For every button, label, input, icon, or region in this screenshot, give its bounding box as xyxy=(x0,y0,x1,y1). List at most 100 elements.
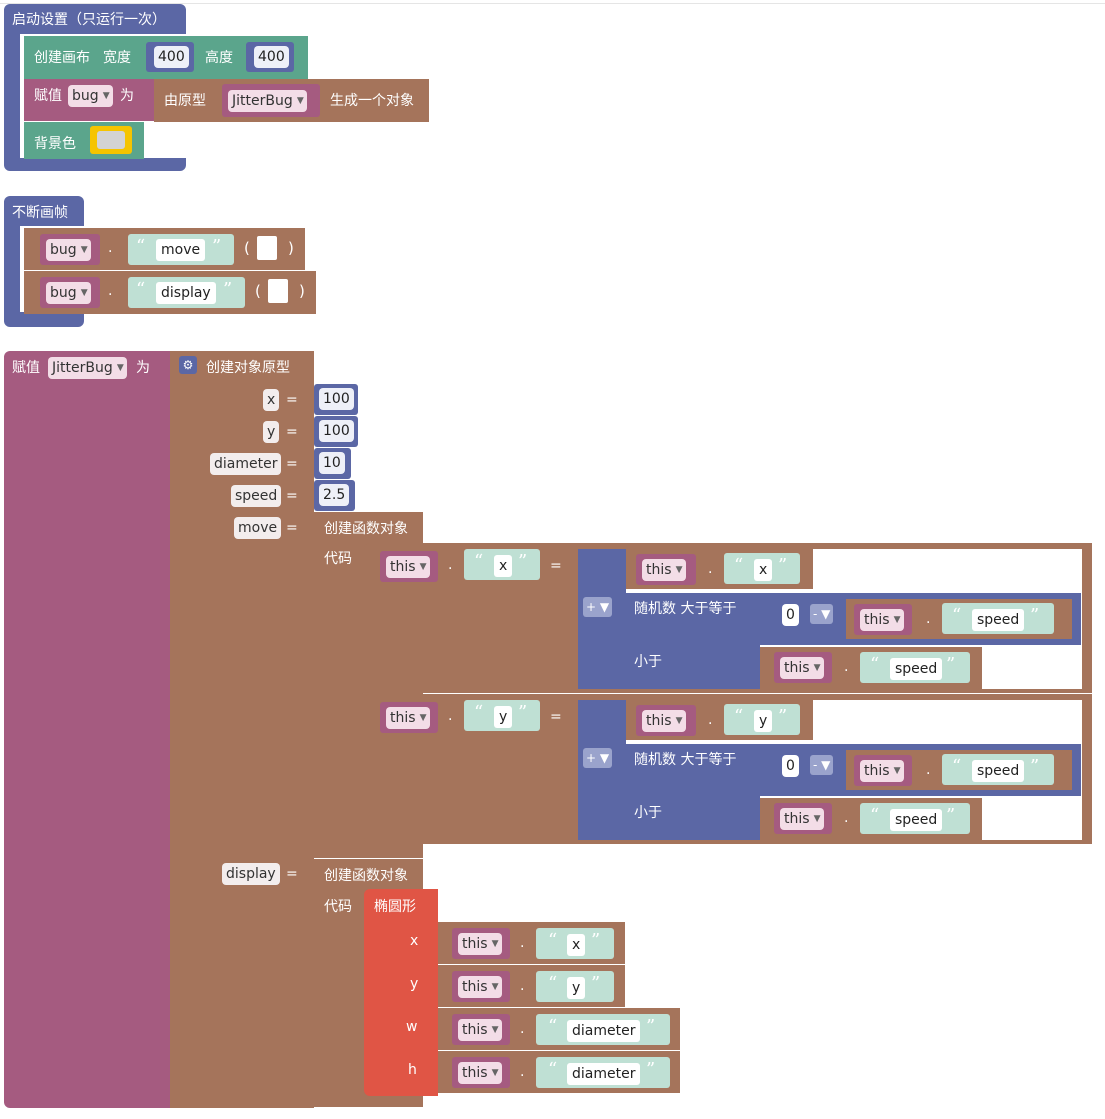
this-dropdown[interactable]: this▼ xyxy=(458,1062,502,1084)
this-var-block[interactable]: this▼ xyxy=(452,1057,510,1088)
this-x-read-block[interactable]: this▼ . “ x ” xyxy=(626,549,813,589)
new-from-proto-block[interactable]: 由原型 JitterBug▼ 生成一个对象 xyxy=(154,79,429,122)
create-prototype-block[interactable]: ⚙ 创建对象原型 x = y = diameter = speed = move… xyxy=(170,351,314,1108)
this-var-block[interactable]: this▼ xyxy=(774,652,832,683)
ellipse-arg-h[interactable]: this▼ . “ diameter ” xyxy=(438,1051,680,1093)
this-dropdown[interactable]: this▼ xyxy=(386,707,430,729)
prop-key-diameter[interactable]: diameter xyxy=(210,453,282,475)
this-var-block[interactable]: this▼ xyxy=(636,705,696,736)
ellipse-arg-x[interactable]: this▼ . “ x ” xyxy=(438,922,625,964)
bug-var-dropdown[interactable]: bug▼ xyxy=(46,239,91,261)
ellipse-arg-w[interactable]: this▼ . “ diameter ” xyxy=(438,1008,680,1050)
field-string-block[interactable]: “ x ” xyxy=(536,928,614,959)
proto-var-dropdown[interactable]: JitterBug▼ xyxy=(228,90,307,112)
this-speed-upper-block[interactable]: this▼ . “ speed ” xyxy=(760,798,982,840)
zero-value[interactable]: 0 xyxy=(782,755,799,777)
prop-value-y[interactable]: 100 xyxy=(319,420,354,442)
number-block-diameter[interactable]: 10 xyxy=(314,448,351,479)
field-speed[interactable]: speed xyxy=(890,809,943,831)
field-speed[interactable]: speed xyxy=(972,760,1025,782)
background-block[interactable]: 背景色 xyxy=(24,122,144,159)
minus-dropdown[interactable]: - ▼ xyxy=(810,755,834,775)
this-var-block[interactable]: this▼ xyxy=(636,554,696,585)
field-string-block[interactable]: “ y ” xyxy=(536,971,614,1002)
field-string-block[interactable]: “ x ” xyxy=(464,549,540,580)
color-picker-swatch[interactable] xyxy=(90,126,132,154)
method-string-block[interactable]: “ display ” xyxy=(128,277,245,308)
prop-value-x[interactable]: 100 xyxy=(319,388,354,410)
assign-jitterbug-block[interactable]: 赋值 JitterBug▼ 为 xyxy=(4,351,170,1108)
minus-operator-block[interactable]: 0 - ▼ this▼ . “ speed ” xyxy=(760,596,1080,642)
this-var-block[interactable]: this▼ xyxy=(854,755,912,786)
this-dropdown[interactable]: this▼ xyxy=(458,1019,502,1041)
method-name-move[interactable]: move xyxy=(156,239,206,261)
bug-var-dropdown[interactable]: bug▼ xyxy=(46,282,91,304)
zero-value[interactable]: 0 xyxy=(782,604,799,626)
number-block-x[interactable]: 100 xyxy=(314,384,358,415)
prop-key-speed[interactable]: speed xyxy=(231,485,282,507)
args-slot[interactable] xyxy=(268,279,288,303)
prop-key-x[interactable]: x xyxy=(263,389,280,411)
field-string-block[interactable]: “ diameter ” xyxy=(536,1057,670,1088)
bug-var-block[interactable]: bug▼ xyxy=(40,277,100,308)
prop-key-y[interactable]: y xyxy=(263,421,280,443)
plus-dropdown[interactable]: + ▼ xyxy=(583,748,613,768)
this-var-block[interactable]: this▼ xyxy=(452,1014,510,1045)
prop-key-display[interactable]: display xyxy=(222,863,280,885)
height-value[interactable]: 400 xyxy=(254,46,289,68)
this-dropdown[interactable]: this▼ xyxy=(780,657,824,679)
this-dropdown[interactable]: this▼ xyxy=(458,933,502,955)
proto-var-block[interactable]: JitterBug▼ xyxy=(222,84,320,117)
this-dropdown[interactable]: this▼ xyxy=(642,559,686,581)
field-string-block[interactable]: “ speed ” xyxy=(942,603,1054,634)
field-string-block[interactable]: “ x ” xyxy=(724,553,800,584)
this-var-block[interactable]: this▼ xyxy=(452,971,510,1002)
args-slot[interactable] xyxy=(257,236,277,260)
width-number-block[interactable]: 400 xyxy=(146,42,194,72)
field-string-block[interactable]: “ speed ” xyxy=(860,803,970,834)
field-x[interactable]: x xyxy=(494,555,513,577)
number-block-y[interactable]: 100 xyxy=(314,416,358,447)
plus-dropdown[interactable]: + ▼ xyxy=(583,597,613,617)
this-dropdown[interactable]: this▼ xyxy=(780,808,824,830)
bug-display-call[interactable]: bug▼ . “ display ” ( ) xyxy=(24,271,316,314)
this-dropdown[interactable]: this▼ xyxy=(642,710,686,732)
this-var-block[interactable]: this▼ xyxy=(380,702,438,733)
ellipse-arg-y[interactable]: this▼ . “ y ” xyxy=(438,965,625,1007)
field-string-block[interactable]: “ y ” xyxy=(724,704,800,735)
this-speed-block[interactable]: this▼ . “ speed ” xyxy=(846,750,1072,790)
prop-value-speed[interactable]: 2.5 xyxy=(319,484,350,506)
field-speed[interactable]: speed xyxy=(972,609,1025,631)
field-diameter[interactable]: diameter xyxy=(567,1020,641,1042)
height-number-block[interactable]: 400 xyxy=(246,42,294,72)
this-dropdown[interactable]: this▼ xyxy=(860,609,904,631)
field-y[interactable]: y xyxy=(567,977,586,999)
gear-icon[interactable]: ⚙ xyxy=(179,356,197,374)
field-x[interactable]: x xyxy=(567,934,586,956)
field-diameter[interactable]: diameter xyxy=(567,1063,641,1085)
field-string-block[interactable]: “ diameter ” xyxy=(536,1014,670,1045)
prop-key-move[interactable]: move xyxy=(234,517,282,539)
field-y[interactable]: y xyxy=(754,710,773,732)
minus-dropdown[interactable]: - ▼ xyxy=(810,604,834,624)
this-var-block[interactable]: this▼ xyxy=(854,604,912,635)
width-value[interactable]: 400 xyxy=(154,46,189,68)
field-string-block[interactable]: “ speed ” xyxy=(860,652,970,683)
number-block-speed[interactable]: 2.5 xyxy=(314,480,355,511)
this-var-block[interactable]: this▼ xyxy=(452,928,510,959)
field-string-block[interactable]: “ y ” xyxy=(464,700,540,731)
method-string-block[interactable]: “ move ” xyxy=(128,234,234,265)
this-var-block[interactable]: this▼ xyxy=(774,803,832,834)
this-var-block[interactable]: this▼ xyxy=(380,551,438,582)
minus-operator-block[interactable]: 0 - ▼ this▼ . “ speed ” xyxy=(760,747,1080,793)
field-speed[interactable]: speed xyxy=(890,658,943,680)
prop-value-diameter[interactable]: 10 xyxy=(319,452,345,474)
jitterbug-var-dropdown[interactable]: JitterBug▼ xyxy=(48,357,127,379)
plus-operator-block[interactable]: + ▼ xyxy=(578,549,626,689)
this-dropdown[interactable]: this▼ xyxy=(386,556,430,578)
this-dropdown[interactable]: this▼ xyxy=(458,976,502,998)
bug-move-call[interactable]: bug▼ . “ move ” ( ) xyxy=(24,228,305,270)
this-dropdown[interactable]: this▼ xyxy=(860,760,904,782)
create-canvas-block[interactable]: 创建画布 宽度 400 高度 400 xyxy=(24,36,308,79)
field-string-block[interactable]: “ speed ” xyxy=(942,754,1054,785)
